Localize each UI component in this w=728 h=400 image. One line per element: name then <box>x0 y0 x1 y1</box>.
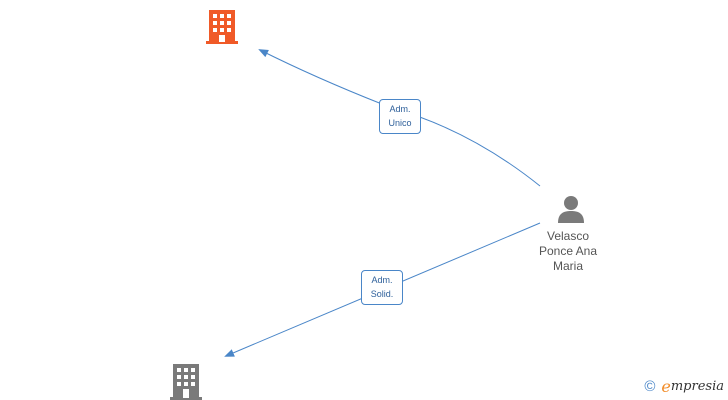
building-icon <box>170 364 202 400</box>
person-label[interactable]: Velasco Ponce Ana Maria <box>522 229 614 274</box>
person-label-line: Velasco <box>546 229 590 243</box>
brand-name: mpresia <box>670 379 724 394</box>
edge-label-line: Adm. <box>371 275 393 285</box>
edge-label-line: Unico <box>388 118 412 128</box>
empresia-watermark: © e mpresia <box>644 377 724 396</box>
person-node[interactable] <box>556 194 586 224</box>
edge-label-adm-unico[interactable]: Adm. Unico <box>379 99 421 134</box>
person-icon <box>558 196 584 223</box>
person-label-line: Maria <box>552 259 583 273</box>
brand-e-mark: e <box>661 377 671 396</box>
edge-label-adm-solid[interactable]: Adm. Solid. <box>361 270 403 305</box>
building-icon <box>206 10 238 44</box>
person-label-line: Ponce Ana <box>538 244 598 258</box>
company-node-top[interactable] <box>206 10 238 44</box>
edge-label-line: Adm. <box>389 104 411 114</box>
company-node-bottom[interactable] <box>170 364 202 400</box>
copyright-icon: © <box>644 378 656 395</box>
edge-label-line: Solid. <box>370 289 394 299</box>
